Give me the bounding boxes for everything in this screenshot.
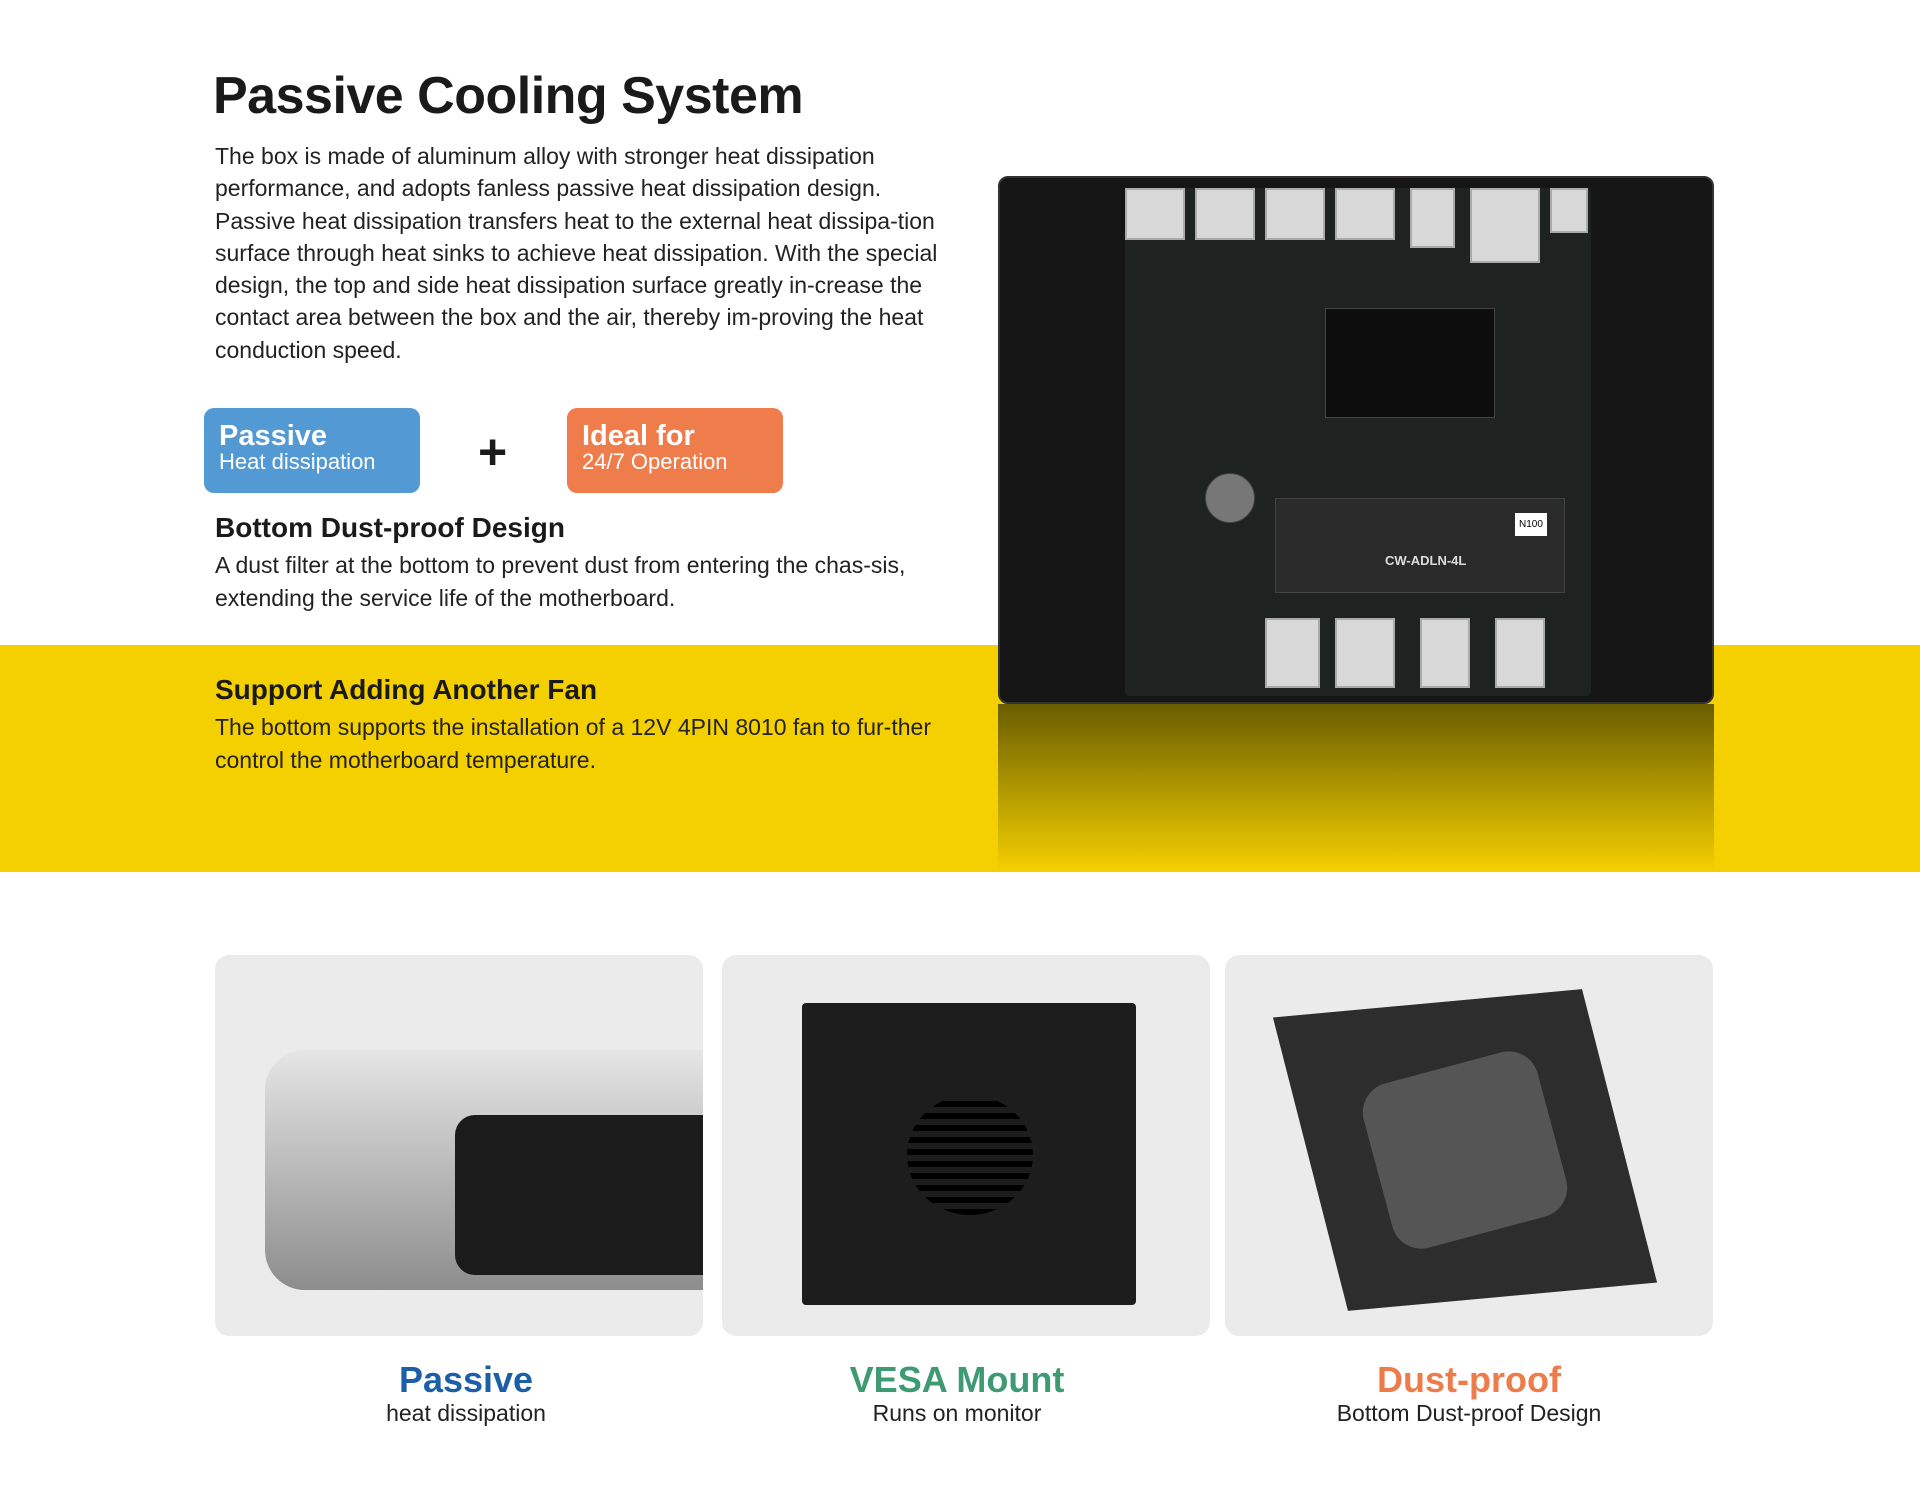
badge-passive: Passive Heat dissipation xyxy=(204,408,420,493)
badge-subtitle: Heat dissipation xyxy=(219,449,376,474)
feature-card-dustproof-image xyxy=(1225,955,1713,1336)
board-model-label: CW-ADLN-4L xyxy=(1385,553,1467,568)
device-reflection xyxy=(998,704,1714,872)
section-heading-fan: Support Adding Another Fan xyxy=(215,674,598,705)
feature-subtitle: Bottom Dust-proof Design xyxy=(1336,1400,1602,1426)
badge-subtitle: 24/7 Operation xyxy=(582,449,728,474)
motherboard: CW-ADLN-4L N100 xyxy=(1125,188,1591,696)
page-title: Passive Cooling System xyxy=(213,67,804,125)
badge-title: Ideal for xyxy=(582,420,695,452)
badge-title: Passive xyxy=(219,420,328,452)
section-text-dustproof: A dust filter at the bottom to prevent d… xyxy=(215,552,906,611)
badge-24-7: Ideal for 24/7 Operation xyxy=(567,408,783,493)
mini-pc-open-image: CW-ADLN-4L N100 xyxy=(998,176,1714,704)
feature-card-vesa-image xyxy=(722,955,1210,1336)
feature-caption-passive: Passive heat dissipation xyxy=(222,1359,710,1427)
feature-title: Dust-proof xyxy=(1377,1359,1561,1400)
intro-paragraph: The box is made of aluminum alloy with s… xyxy=(215,143,938,363)
feature-subtitle: heat dissipation xyxy=(386,1400,546,1426)
feature-caption-dustproof: Dust-proof Bottom Dust-proof Design xyxy=(1225,1359,1713,1427)
section-heading-dustproof: Bottom Dust-proof Design xyxy=(215,512,565,543)
feature-title: VESA Mount xyxy=(849,1359,1065,1400)
feature-title: Passive xyxy=(398,1359,534,1400)
feature-caption-vesa: VESA Mount Runs on monitor xyxy=(713,1359,1201,1427)
cpu-label: N100 xyxy=(1515,513,1547,536)
section-text-fan: The bottom supports the installation of … xyxy=(215,714,931,773)
feature-card-passive-image xyxy=(215,955,703,1336)
plus-sign: + xyxy=(478,424,508,480)
feature-subtitle: Runs on monitor xyxy=(872,1400,1042,1426)
